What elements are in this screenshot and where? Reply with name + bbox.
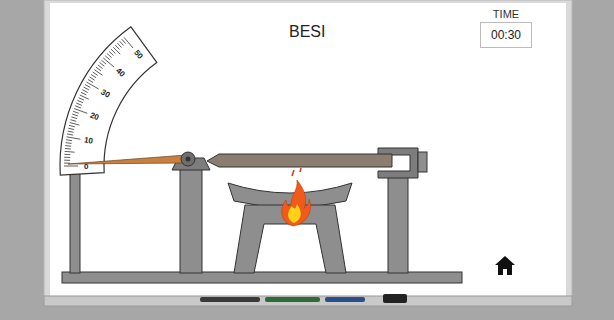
timer-box: TIME 00:30: [480, 8, 532, 48]
scale-tick: [69, 125, 75, 126]
scale-tick: [96, 67, 101, 71]
timer-value: 00:30: [480, 22, 532, 48]
scale-tick: [80, 95, 89, 99]
marker: [265, 297, 320, 302]
scale-tick: [90, 77, 95, 80]
scale-tick: [65, 151, 75, 153]
scale-tick: [76, 103, 82, 105]
flame: [282, 180, 311, 226]
base-plate: [62, 272, 462, 283]
scale-tick: [73, 111, 79, 113]
scale-tick: [94, 70, 102, 76]
scale-tick: [65, 148, 71, 150]
board-surface: [50, 3, 566, 297]
scale-tick: [107, 54, 111, 58]
scale-tick: [79, 98, 84, 100]
eraser: [383, 294, 407, 303]
scale-tick: [85, 85, 90, 88]
scale-tick: [93, 72, 98, 75]
scale-tick: [64, 157, 70, 158]
pivot-pin: [186, 157, 191, 162]
scale-tick: [67, 137, 81, 139]
scale-tick: [84, 87, 89, 90]
gauge-face: [60, 27, 157, 175]
iron-rod: [207, 154, 392, 167]
scale-tick: [64, 160, 70, 161]
scale-tick: [67, 134, 73, 135]
scale-tick: [122, 39, 126, 44]
scale-tick: [109, 51, 113, 55]
right-support: [388, 174, 408, 273]
left-support: [180, 168, 202, 273]
home-icon: [495, 256, 515, 275]
pointer-pivot: [181, 152, 195, 166]
clamp-screw: [418, 152, 427, 172]
board-frame: [44, 0, 572, 300]
scale-tick: [74, 109, 87, 114]
scale-tick: [68, 128, 74, 129]
scale-tick: [98, 65, 103, 69]
scale-tick: [115, 45, 119, 49]
scale-tick: [65, 145, 71, 147]
marker: [325, 297, 365, 302]
scale-tick: [75, 106, 81, 108]
scale-tick: [64, 166, 78, 167]
scale-tick: [105, 56, 110, 60]
burner-bowl: [228, 183, 352, 208]
scale-tick: [117, 43, 121, 47]
marker-tray: [44, 296, 572, 306]
scale-tick: [111, 49, 115, 53]
scale-number: 0: [84, 162, 88, 171]
scale-tick: [70, 123, 80, 126]
scale-tick: [66, 139, 72, 141]
scale-tick: [124, 37, 133, 48]
scale-tick: [64, 154, 70, 155]
marker: [200, 297, 260, 302]
gauge-ticks: [64, 37, 133, 166]
scale-tick: [91, 75, 96, 78]
timer-heading: TIME: [480, 8, 532, 20]
scale-tick: [82, 90, 87, 93]
scale-tick: [66, 142, 72, 144]
screen-title: BESI: [289, 23, 325, 41]
burner-stand: [234, 205, 346, 273]
scale-tick: [77, 100, 83, 102]
scale-tick: [88, 79, 93, 82]
scale-tick: [71, 120, 77, 122]
scale-tick: [101, 60, 106, 64]
scale-tick: [71, 117, 77, 119]
scale-tick: [100, 63, 105, 67]
scale-tick: [81, 92, 86, 95]
scale-number: 10: [83, 135, 93, 145]
scale-tick: [103, 58, 114, 67]
gauge-post: [70, 165, 80, 273]
scale-tick: [120, 41, 124, 45]
flame-core: [288, 204, 301, 223]
scale-tick: [68, 131, 74, 132]
scale-tick: [72, 114, 78, 116]
scale-tick: [87, 82, 99, 89]
scale-tick: [113, 47, 120, 54]
scale-tick: [64, 163, 70, 164]
